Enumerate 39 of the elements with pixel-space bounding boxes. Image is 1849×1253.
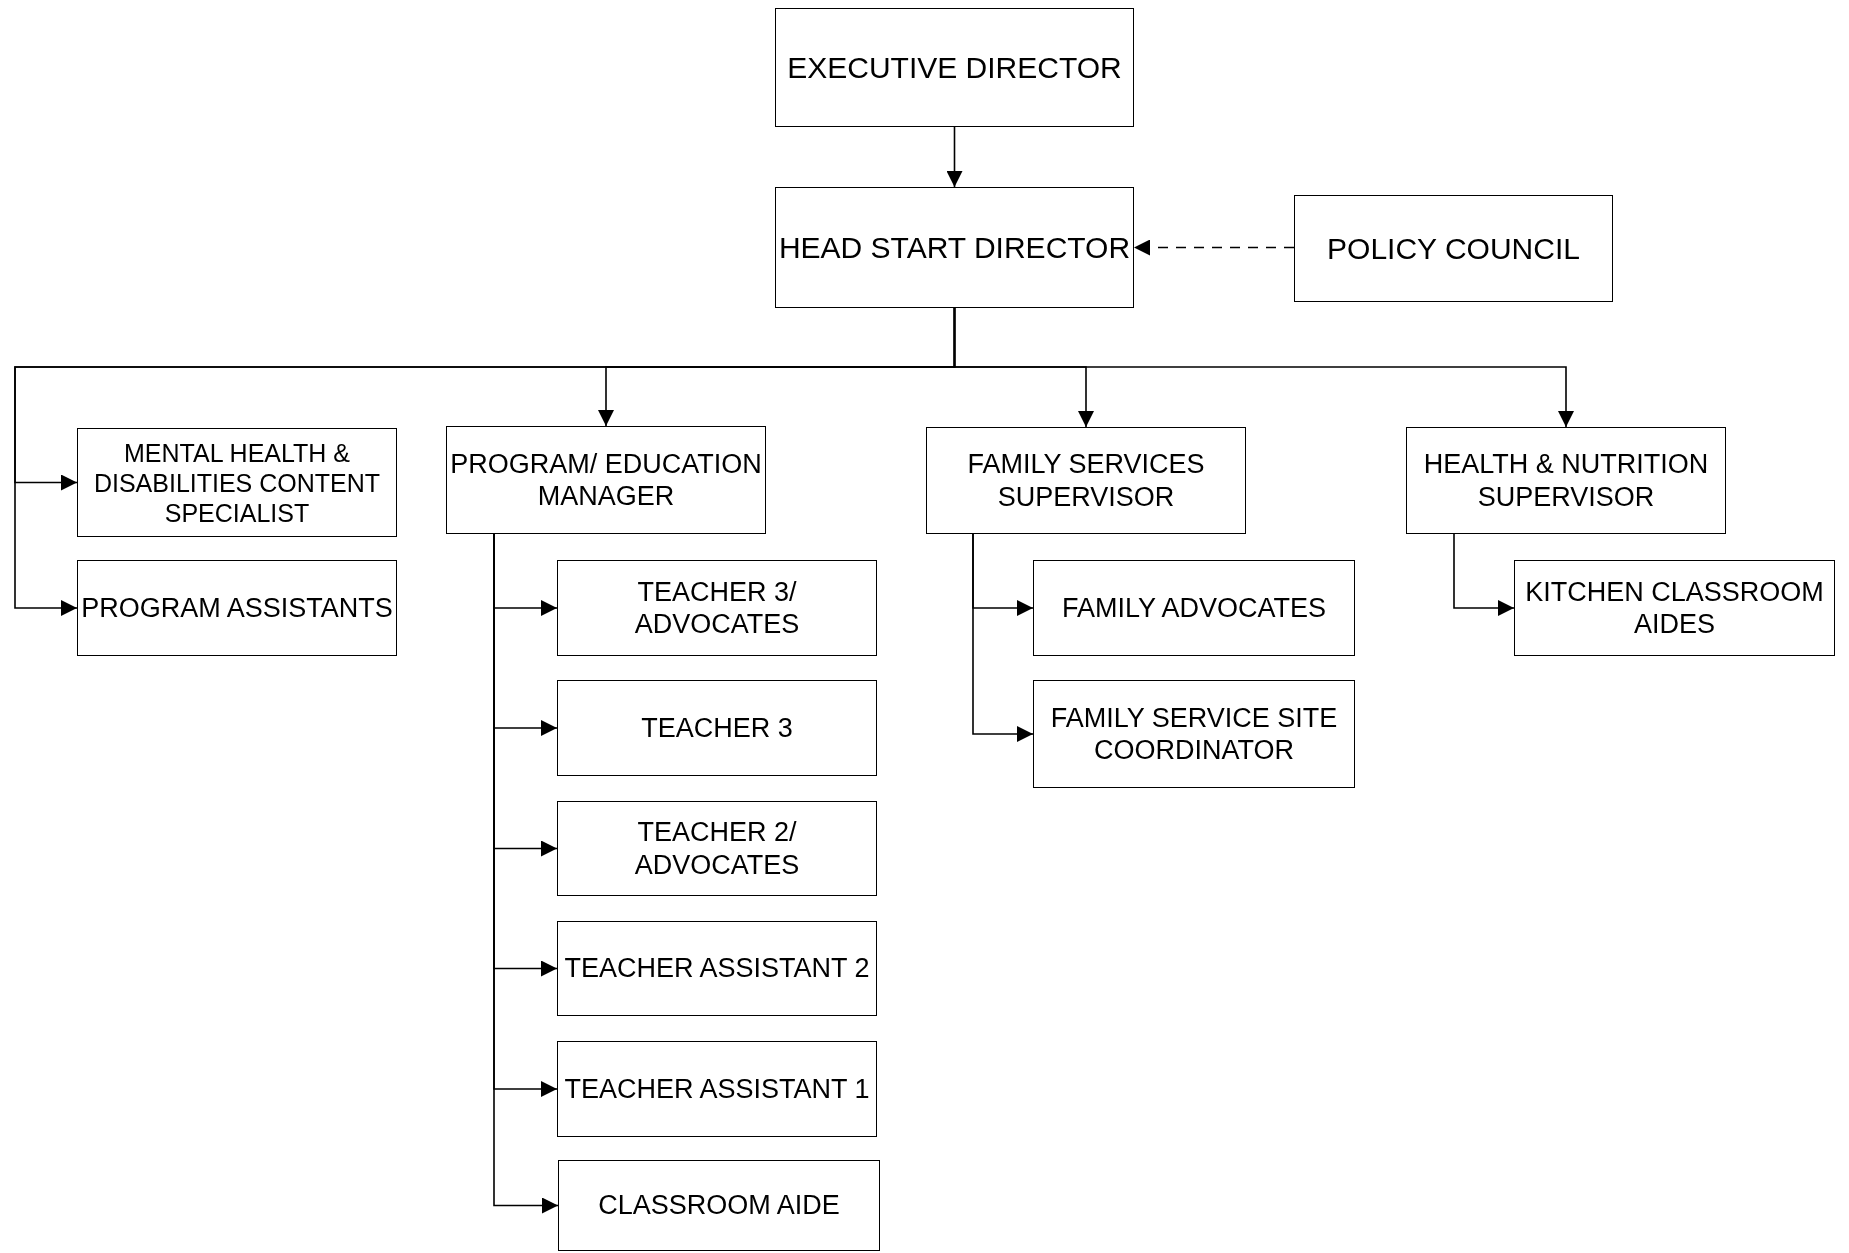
org-box [1294, 195, 1613, 302]
org-box [1033, 680, 1355, 788]
org-box [558, 1160, 880, 1251]
org-box [77, 428, 397, 537]
org-box [1033, 560, 1355, 656]
org-box [775, 8, 1134, 127]
box-label: PROGRAM/ EDUCATION MANAGER [449, 447, 763, 513]
org-box [557, 921, 877, 1016]
org-box [926, 427, 1246, 534]
box-label: KITCHEN CLASSROOM AIDES [1524, 575, 1825, 641]
org-box [557, 1041, 877, 1137]
org-box [77, 560, 397, 656]
box-label: TEACHER 3/ ADVOCATES [633, 575, 801, 641]
org-box [557, 560, 877, 656]
box-label: HEAD START DIRECTOR [778, 229, 1131, 266]
arrow [1133, 239, 1295, 256]
arrow [946, 126, 963, 188]
arrow [1453, 533, 1515, 616]
box-label: HEALTH & NUTRITION SUPERVISOR [1422, 448, 1710, 513]
arrow [953, 307, 1574, 428]
org-box [1514, 560, 1835, 656]
box-label: FAMILY ADVOCATES [1061, 591, 1327, 625]
org-box [557, 801, 877, 896]
box-label: PROGRAM ASSISTANTS [81, 591, 393, 625]
box-label: TEACHER ASSISTANT 1 [564, 1072, 870, 1106]
org-box [775, 187, 1134, 308]
box-label: CLASSROOM AIDE [598, 1189, 840, 1222]
org-box [1406, 427, 1726, 534]
box-label: FAMILY SERVICE SITE COORDINATOR [1049, 701, 1339, 767]
box-label: TEACHER 3 [641, 711, 793, 745]
box-label: FAMILY SERVICES SUPERVISOR [966, 448, 1206, 513]
org-box [446, 426, 766, 534]
box-label: EXECUTIVE DIRECTOR [787, 49, 1122, 86]
box-label: POLICY COUNCIL [1327, 230, 1580, 267]
box-label: TEACHER ASSISTANT 2 [564, 952, 870, 985]
box-label: TEACHER 2/ ADVOCATES [633, 816, 801, 881]
arrow [972, 533, 1034, 742]
box-label: MENTAL HEALTH & DISABILITIES CONTENT SPECIALIST [92, 437, 382, 528]
org-box [557, 680, 877, 776]
